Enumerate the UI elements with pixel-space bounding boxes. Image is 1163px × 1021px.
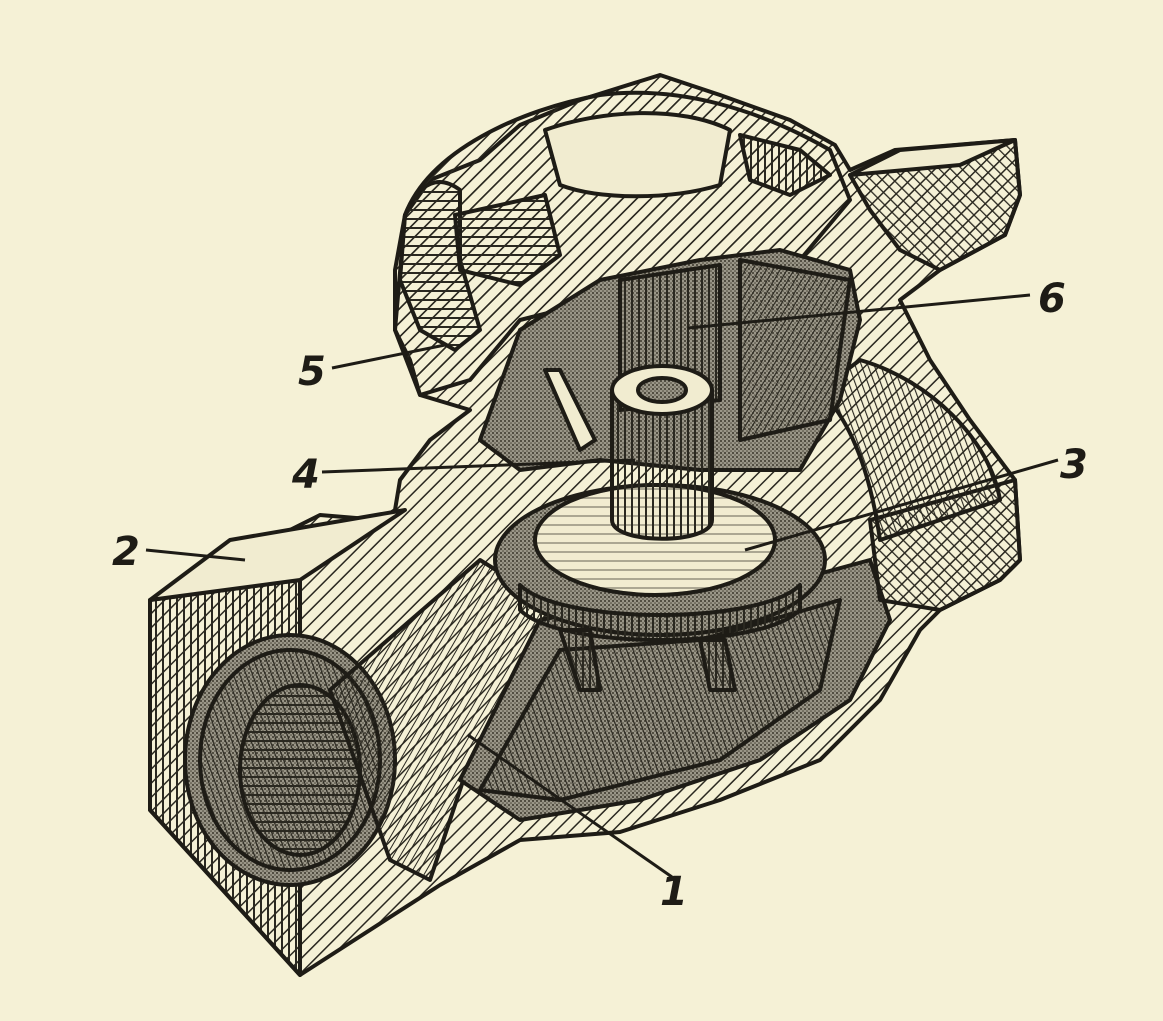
outlet-bore [818, 358, 1002, 542]
callout-6: 6 [1038, 276, 1066, 322]
callout-4: 4 [291, 452, 320, 498]
callout-5: 5 [298, 349, 326, 395]
leader-1 [467, 733, 673, 879]
bonnet-dome [393, 90, 852, 397]
callouts: 1 2 3 4 5 6 [112, 276, 1088, 915]
callout-2: 2 [112, 529, 140, 575]
valve-body [148, 73, 1022, 977]
leader-lines [145, 293, 1059, 879]
leader-5 [331, 343, 446, 370]
valve-stem [610, 388, 714, 541]
bonnet-center-face [543, 111, 732, 199]
left-flange-top [148, 508, 407, 602]
leader-3 [744, 458, 1059, 552]
leader-6 [687, 293, 1031, 330]
callout-3: 3 [1060, 442, 1088, 488]
callout-1: 1 [660, 869, 688, 915]
leader-2 [145, 548, 246, 562]
leader-4 [321, 458, 636, 474]
